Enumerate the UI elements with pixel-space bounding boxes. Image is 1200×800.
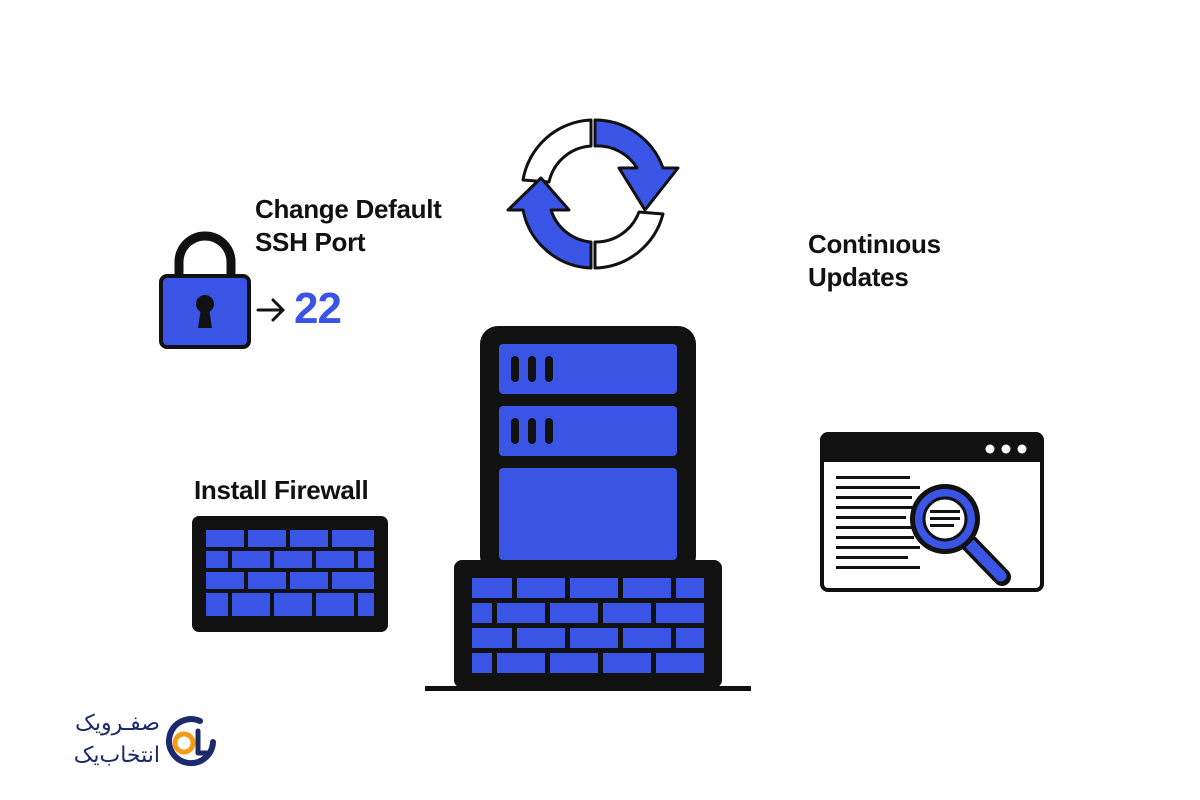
ssh-port-label: Change Default SSH Port xyxy=(255,193,442,259)
arrow-right-icon xyxy=(256,298,285,322)
brand-logo: صفـرویک انتخاب‌یک xyxy=(20,705,230,785)
server-rack-icon xyxy=(425,326,751,691)
updates-label-line1: Continıous xyxy=(808,229,941,259)
brick-wall-icon xyxy=(192,516,388,632)
ssh-label-line1: Change Default xyxy=(255,194,442,224)
server-unit-top xyxy=(499,344,677,394)
ssh-label-line2: SSH Port xyxy=(255,227,366,257)
server-unit-bottom xyxy=(499,468,677,560)
padlock-icon xyxy=(159,231,251,349)
updates-label-line2: Updates xyxy=(808,262,909,292)
brand-mark-icon xyxy=(166,716,216,767)
refresh-cycle-icon xyxy=(506,118,680,270)
browser-search-icon xyxy=(820,432,1044,592)
server-unit-middle xyxy=(499,406,677,456)
brand-name-line2: انتخاب‌یک xyxy=(73,743,160,768)
install-firewall-label: Install Firewall xyxy=(194,475,369,505)
port-number: 22 xyxy=(294,284,342,333)
continuous-updates-label: Continıous Updates xyxy=(808,228,941,294)
brand-name-line1: صفـرویک xyxy=(75,711,160,736)
